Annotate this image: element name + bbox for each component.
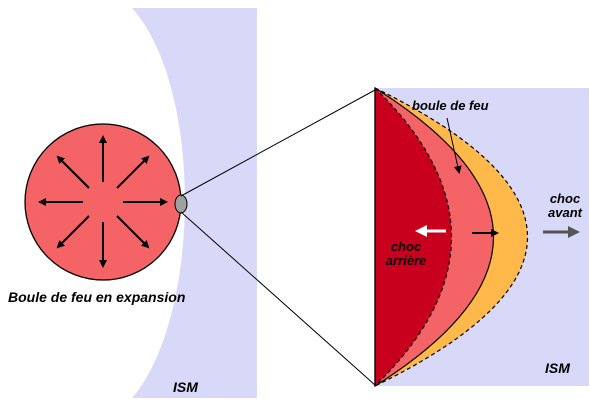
reverse-shock-label-line2: arrière: [385, 253, 427, 269]
radial-arrow-nw: [56, 155, 90, 189]
forward-shock-label-line1: choc: [549, 191, 581, 206]
radial-arrows: [38, 135, 168, 268]
ism-region-left: [132, 8, 257, 398]
zoom-source-ellipse: [174, 194, 188, 214]
fireball-label-pointer: [446, 117, 462, 174]
zoom-line-bottom: [180, 211, 376, 386]
zoom-line-top: [180, 89, 376, 197]
forward-shock-label-line2: avant: [548, 205, 582, 221]
radial-arrow-se: [116, 215, 150, 249]
ism-label-right: ISM: [545, 360, 570, 376]
reverse-shock-label: choc arrière: [378, 239, 434, 269]
radial-arrow-sw: [56, 215, 90, 249]
radial-arrow-ne: [116, 155, 150, 189]
forward-shock-label: choc avant: [544, 191, 586, 221]
ism-label-left: ISM: [173, 379, 198, 395]
fireball-shell-label: boule de feu: [412, 98, 489, 113]
expanding-fireball-label: Boule de feu en expansion: [8, 289, 186, 305]
reverse-shock-label-line1: choc: [390, 239, 422, 254]
